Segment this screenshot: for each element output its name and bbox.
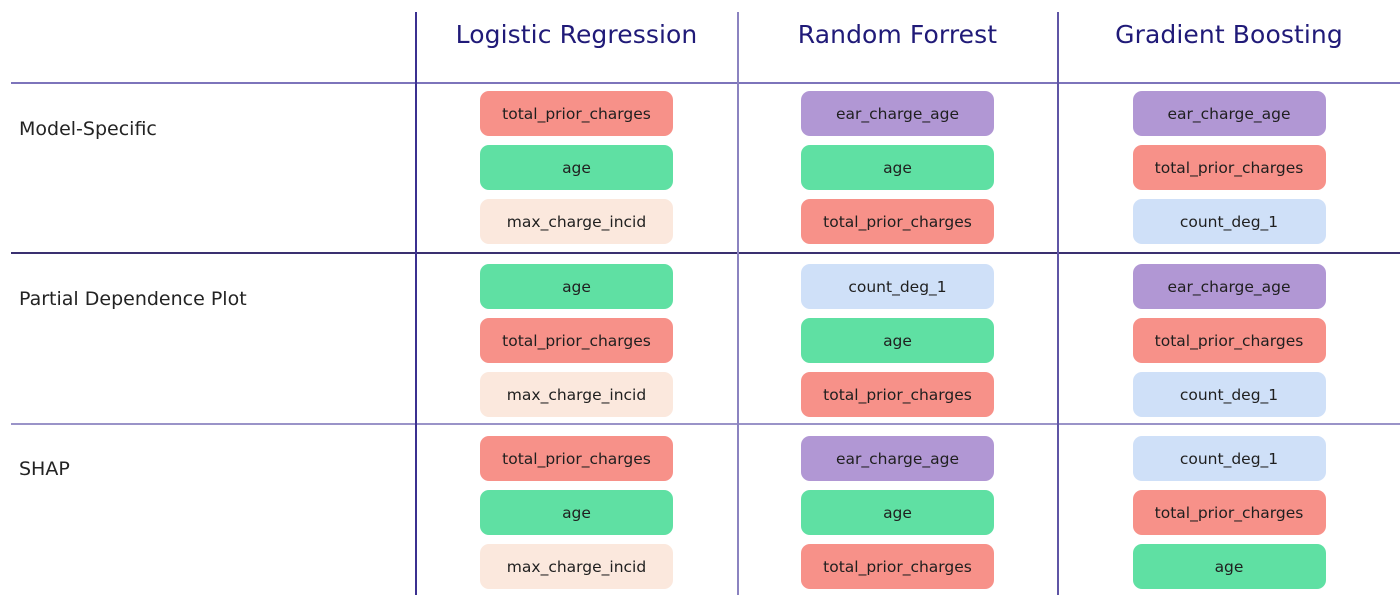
feature-pill: count_deg_1: [801, 264, 994, 309]
feature-pill: ear_charge_age: [801, 436, 994, 481]
column-divider-0: [415, 12, 417, 595]
row-label-model-specific: Model-Specific: [19, 118, 157, 140]
feature-pill: age: [480, 264, 673, 309]
feature-pill: max_charge_incid: [480, 199, 673, 244]
feature-pill: total_prior_charges: [1132, 145, 1326, 190]
column-divider-1: [737, 12, 739, 595]
column-header-random-forrest: Random Forrest: [797, 20, 998, 49]
row-divider-2: [11, 423, 1400, 425]
feature-pill: total_prior_charges: [801, 199, 994, 244]
feature-pill: ear_charge_age: [1132, 264, 1326, 309]
feature-pill: age: [480, 145, 673, 190]
feature-pill: total_prior_charges: [1132, 318, 1326, 363]
feature-pill: age: [1132, 544, 1326, 589]
feature-pill: max_charge_incid: [480, 372, 673, 417]
row-divider-1: [11, 252, 1400, 254]
feature-pill: ear_charge_age: [1132, 91, 1326, 136]
feature-pill: count_deg_1: [1132, 372, 1326, 417]
feature-pill: total_prior_charges: [480, 91, 673, 136]
feature-pill: total_prior_charges: [480, 436, 673, 481]
feature-pill: age: [801, 318, 994, 363]
column-header-gradient-boosting: Gradient Boosting: [1115, 20, 1343, 49]
table-cell: age total_prior_charges max_charge_incid: [416, 264, 737, 417]
column-divider-2: [1057, 12, 1059, 595]
feature-pill: total_prior_charges: [801, 544, 994, 589]
feature-pill: age: [480, 490, 673, 535]
row-label-shap: SHAP: [19, 458, 70, 480]
header-divider: [11, 82, 1400, 84]
table-cell: ear_charge_age total_prior_charges count_d…: [1058, 264, 1400, 417]
feature-pill: total_prior_charges: [1132, 490, 1326, 535]
table-cell: ear_charge_age total_prior_charges count_d…: [1058, 91, 1400, 244]
feature-pill: total_prior_charges: [480, 318, 673, 363]
feature-pill: count_deg_1: [1132, 436, 1326, 481]
feature-pill: total_prior_charges: [801, 372, 994, 417]
feature-pill: count_deg_1: [1132, 199, 1326, 244]
feature-pill: max_charge_incid: [480, 544, 673, 589]
feature-pill: ear_charge_age: [801, 91, 994, 136]
column-header-logistic-regression: Logistic Regression: [455, 20, 698, 49]
feature-pill: age: [801, 145, 994, 190]
row-label-partial-dependence-plot: Partial Dependence Plot: [19, 288, 247, 310]
feature-pill: age: [801, 490, 994, 535]
